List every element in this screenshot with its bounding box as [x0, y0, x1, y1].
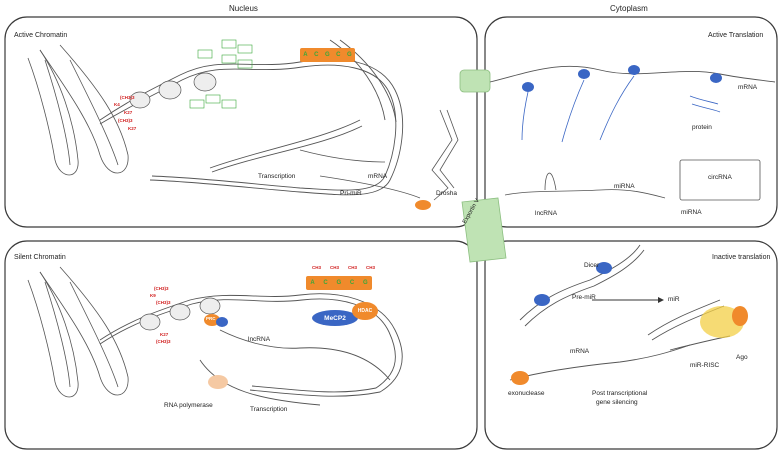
inactive-translation-panel — [484, 240, 778, 450]
circrna-label: circRNA — [708, 174, 732, 181]
nascent-peptides — [521, 75, 721, 143]
ago-label: Ago — [736, 354, 748, 361]
cytoplasm-header: Cytoplasm — [610, 4, 648, 13]
rna-polymerase-label: RNA polymerase — [164, 402, 213, 409]
mrna-label-inactive: mRNA — [570, 348, 590, 355]
silent-chromatin-panel — [4, 240, 478, 450]
mrna-label-nucleus: mRNA — [368, 173, 388, 180]
silent-chromatin-title: Silent Chromatin — [14, 254, 66, 261]
active-methyl-mark-3: K27 — [124, 110, 133, 115]
lncrna-label-cytoplasm: lncRNA — [535, 210, 558, 217]
silent-base-5: G — [362, 280, 368, 286]
cytoplasm-mrna-strand — [489, 65, 776, 83]
dicer-left — [534, 294, 550, 306]
active-chromatin-panel — [4, 16, 478, 228]
prc-complex — [204, 314, 220, 326]
pre-mir-label: Pre-miR — [572, 294, 596, 301]
silencing-label-line-1: Post transcriptional — [592, 390, 648, 397]
active-methyl-mark-2: K4 — [114, 102, 120, 107]
ribosomes — [522, 65, 722, 92]
lncrna-mirna-strands — [504, 159, 761, 201]
active-base-4: C — [336, 52, 341, 58]
acetylation-marks — [189, 39, 253, 109]
prc-partner — [216, 317, 228, 327]
silent-methyl-mark-1: (CH3)3 — [154, 286, 169, 291]
active-base-5: G — [347, 52, 352, 58]
active-translation-panel — [484, 16, 778, 228]
ch3-group-3: CH3 — [348, 265, 358, 270]
ago-core — [732, 306, 748, 326]
silent-chromosome — [27, 266, 129, 398]
mirna-label-2: miRNA — [681, 209, 702, 216]
mir-risc-label: miR-RISC — [690, 362, 720, 369]
silent-base-bar: A C G C G — [306, 276, 372, 290]
active-methyl-mark-4: (CH3)3 — [118, 118, 133, 123]
active-methyl-mark-5: K27 — [128, 126, 137, 131]
mrna-label-cytoplasm: mRNA — [738, 84, 758, 91]
active-base-1: A — [303, 52, 308, 58]
protein-label: protein — [692, 124, 712, 131]
mecp2-protein: MeCP2 — [312, 310, 358, 326]
active-base-3: G — [324, 52, 330, 58]
active-base-2: C — [314, 52, 319, 58]
exportin-pore — [461, 197, 507, 263]
active-base-bar: A C G C G — [300, 48, 355, 62]
drosha-enzyme — [415, 200, 431, 210]
active-methyl-mark-1: (CH3)3 — [120, 95, 135, 100]
active-nucleosomes — [129, 72, 217, 109]
prc-label: PRC — [206, 316, 216, 321]
silencing-label-line-2: gene silencing — [596, 399, 638, 406]
silent-base-4: C — [349, 280, 355, 286]
silent-base-3: G — [336, 280, 342, 286]
inactive-translation-title: Inactive translation — [712, 254, 771, 261]
silent-base-1: A — [310, 280, 315, 286]
pre-mir-hairpin — [519, 244, 645, 327]
lncrna-label-silent: lncRNA — [248, 336, 271, 343]
drosha-label: Drosha — [436, 190, 457, 197]
silent-methyl-mark-3: (CH3)3 — [156, 300, 171, 305]
silent-methyl-mark-2: K9 — [150, 293, 156, 298]
silent-base-2: C — [323, 280, 328, 286]
rna-polymerase-shape — [208, 375, 228, 389]
transcription-label-active: Transcription — [258, 173, 296, 180]
active-dna-strand — [99, 39, 404, 196]
exonuclease-label: exonuclease — [508, 390, 545, 397]
silent-nucleosomes — [139, 297, 221, 331]
silent-methyl-mark-4: K27 — [160, 332, 169, 337]
nucleus-header: Nucleus — [229, 4, 258, 13]
active-chromatin-title: Active Chromatin — [14, 32, 68, 39]
exonuclease-enzyme — [511, 371, 529, 385]
active-translation-title: Active Translation — [708, 32, 764, 39]
target-mrna — [509, 335, 731, 381]
maturation-arrowhead — [658, 297, 664, 303]
active-chromosome — [27, 44, 129, 176]
mir-label: miR — [668, 296, 680, 303]
nuclear-pore-top — [459, 69, 491, 93]
hdac-protein: HDAC — [352, 302, 378, 320]
mirna-label-1: miRNA — [614, 183, 635, 190]
dicer-right — [596, 262, 612, 274]
dicer-label: Dicer — [584, 262, 600, 269]
silent-methyl-mark-5: (CH3)3 — [156, 339, 171, 344]
active-rna-transcripts — [299, 109, 459, 201]
ch3-group-4: CH3 — [366, 265, 376, 270]
ch3-group-1: CH3 — [312, 265, 322, 270]
transcription-label-silent: Transcription — [250, 406, 288, 413]
pri-mir-label: Pri-miR — [340, 190, 362, 197]
ch3-group-2: CH3 — [330, 265, 340, 270]
